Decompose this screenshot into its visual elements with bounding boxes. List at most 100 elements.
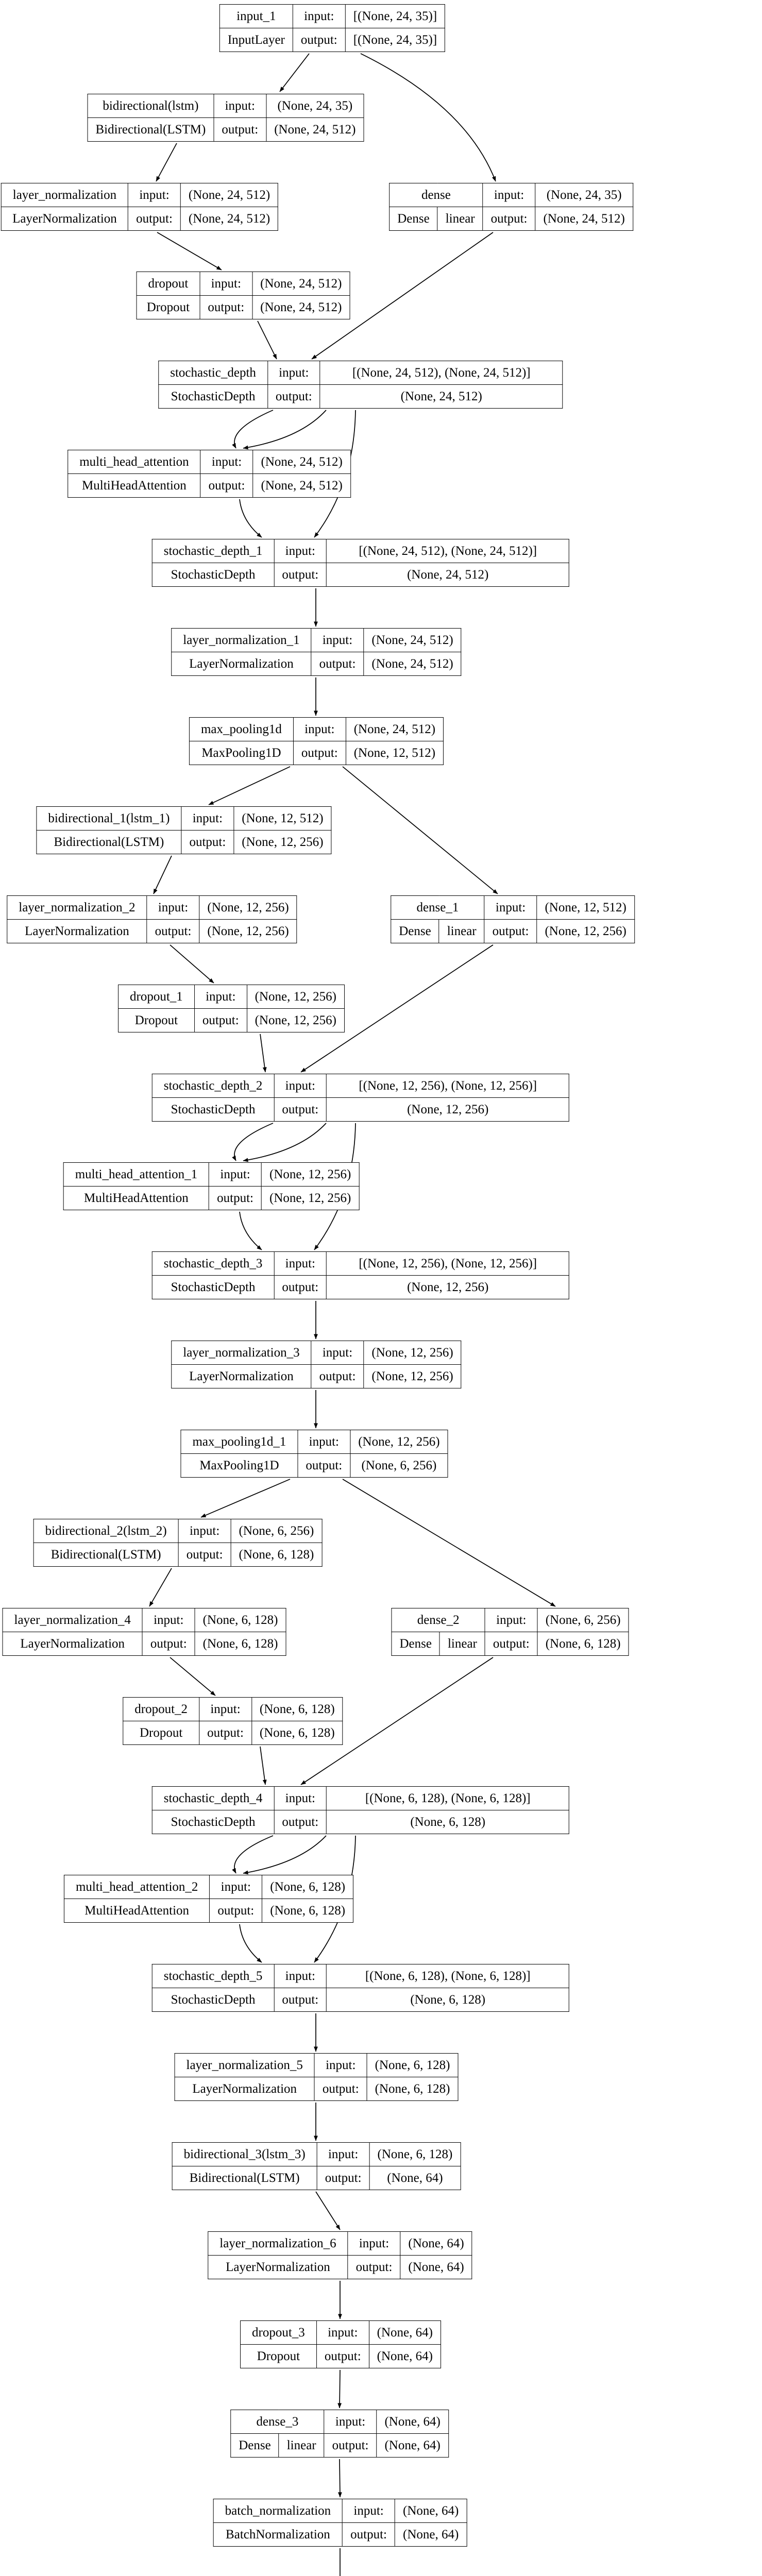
output-label: output: bbox=[194, 1008, 247, 1032]
input-label: input: bbox=[297, 1430, 351, 1454]
layer-type: Dense bbox=[389, 207, 438, 231]
layer-name: stochastic_depth_2 bbox=[151, 1074, 275, 1098]
layer-name: layer_normalization_3 bbox=[171, 1341, 312, 1365]
layer-activation: linear bbox=[438, 919, 485, 943]
layer-type: Dropout bbox=[123, 1721, 200, 1745]
input-label: input: bbox=[347, 2231, 401, 2256]
layer-name: bidirectional_2(lstm_2) bbox=[33, 1519, 179, 1543]
layer-type: StochasticDepth bbox=[151, 1810, 275, 1834]
edge-stochastic_depth-to-multi_head_attention bbox=[232, 410, 274, 449]
input-label: input: bbox=[199, 272, 253, 296]
output-shape: (None, 24, 512) bbox=[252, 295, 350, 319]
output-shape: (None, 24, 512) bbox=[535, 207, 633, 231]
edge-bidirectional_2_lstm_2-to-layer_normalization_4 bbox=[149, 1568, 172, 1607]
output-shape: (None, 24, 512) bbox=[363, 652, 462, 676]
layer-type: Dense bbox=[391, 1632, 440, 1656]
layer-node-bidirectional_lstm: bidirectional(lstm)input:(None, 24, 35)B… bbox=[87, 94, 364, 142]
output-shape: (None, 6, 128) bbox=[326, 1988, 570, 2012]
edge-stochastic_depth_4-to-multi_head_attention_2 bbox=[243, 1835, 327, 1875]
layer-name: dropout_2 bbox=[123, 1697, 200, 1721]
output-label: output: bbox=[484, 1632, 538, 1656]
input-shape: (None, 12, 256) bbox=[350, 1430, 448, 1454]
layer-type: Bidirectional(LSTM) bbox=[172, 2166, 317, 2190]
layer-name: layer_normalization_5 bbox=[174, 2053, 315, 2077]
input-label: input: bbox=[324, 2410, 377, 2434]
input-shape: (None, 12, 256) bbox=[199, 895, 297, 920]
output-label: output: bbox=[181, 830, 234, 854]
input-label: input: bbox=[209, 1162, 262, 1187]
edge-dropout_2-to-stochastic_depth_4 bbox=[260, 1746, 267, 1785]
output-shape: (None, 6, 128) bbox=[537, 1632, 629, 1656]
input-label: input: bbox=[128, 183, 181, 207]
layer-type: LayerNormalization bbox=[1, 207, 129, 231]
layer-name: batch_normalization bbox=[213, 2499, 343, 2523]
edge-input_1-to-dense bbox=[360, 53, 496, 182]
edge-layer_normalization-to-dropout bbox=[157, 232, 222, 270]
input-shape: (None, 6, 128) bbox=[262, 1875, 354, 1899]
edge-max_pooling1d_1-to-dense_2 bbox=[342, 1479, 556, 1607]
output-shape: (None, 6, 128) bbox=[262, 1899, 354, 1923]
output-shape: (None, 6, 256) bbox=[350, 1453, 448, 1478]
input-label: input: bbox=[311, 628, 364, 652]
output-shape: (None, 12, 256) bbox=[199, 919, 297, 943]
input-label: input: bbox=[311, 1341, 364, 1365]
input-shape: [(None, 6, 128), (None, 6, 128)] bbox=[326, 1964, 570, 1988]
input-label: input: bbox=[199, 1697, 252, 1721]
input-label: input: bbox=[293, 717, 346, 741]
layer-name: dropout_3 bbox=[240, 2320, 317, 2345]
output-label: output: bbox=[297, 1453, 351, 1478]
layer-name: layer_normalization bbox=[1, 183, 129, 207]
edge-max_pooling1d_1-to-bidirectional_2_lstm_2 bbox=[200, 1479, 291, 1518]
layer-type: Bidirectional(LSTM) bbox=[33, 1543, 179, 1567]
output-label: output: bbox=[314, 2077, 367, 2101]
input-label: input: bbox=[316, 2142, 370, 2166]
layer-name: bidirectional_1(lstm_1) bbox=[36, 806, 182, 831]
edge-bidirectional_3_lstm_3-to-layer_normalization_6 bbox=[315, 2191, 341, 2230]
input-label: input: bbox=[274, 1251, 327, 1276]
output-label: output: bbox=[199, 1721, 252, 1745]
edge-multi_head_attention-to-stochastic_depth_1 bbox=[239, 499, 262, 538]
edge-bidirectional_lstm-to-layer_normalization bbox=[156, 143, 177, 182]
output-shape: (None, 24, 512) bbox=[180, 207, 279, 231]
layer-name: multi_head_attention bbox=[67, 450, 201, 474]
output-shape: (None, 64) bbox=[395, 2522, 467, 2547]
output-shape: (None, 12, 512) bbox=[345, 741, 444, 765]
output-label: output: bbox=[274, 1275, 327, 1299]
input-label: input: bbox=[342, 2499, 396, 2523]
input-label: input: bbox=[213, 94, 267, 118]
layer-type: Dense bbox=[230, 2433, 279, 2458]
input-shape: (None, 24, 35) bbox=[266, 94, 364, 118]
edge-bidirectional_1_lstm_1-to-layer_normalization_2 bbox=[153, 855, 172, 894]
input-label: input: bbox=[484, 895, 537, 920]
edge-stochastic_depth_2-to-multi_head_attention_1 bbox=[232, 1123, 274, 1161]
output-label: output: bbox=[209, 1186, 262, 1210]
layer-name: layer_normalization_1 bbox=[171, 628, 312, 652]
output-label: output: bbox=[213, 117, 267, 142]
layer-name: dense bbox=[389, 183, 483, 207]
output-label: output: bbox=[342, 2522, 396, 2547]
input-shape: (None, 64) bbox=[400, 2231, 472, 2256]
layer-name: stochastic_depth_5 bbox=[151, 1964, 275, 1988]
layer-type: MultiHeadAttention bbox=[63, 1186, 210, 1210]
output-label: output: bbox=[274, 563, 327, 587]
layer-type: BatchNormalization bbox=[213, 2522, 343, 2547]
input-shape: [(None, 6, 128), (None, 6, 128)] bbox=[326, 1786, 570, 1810]
layer-type: StochasticDepth bbox=[151, 1275, 275, 1299]
input-shape: [(None, 12, 256), (None, 12, 256)] bbox=[326, 1251, 570, 1276]
output-label: output: bbox=[200, 473, 253, 498]
